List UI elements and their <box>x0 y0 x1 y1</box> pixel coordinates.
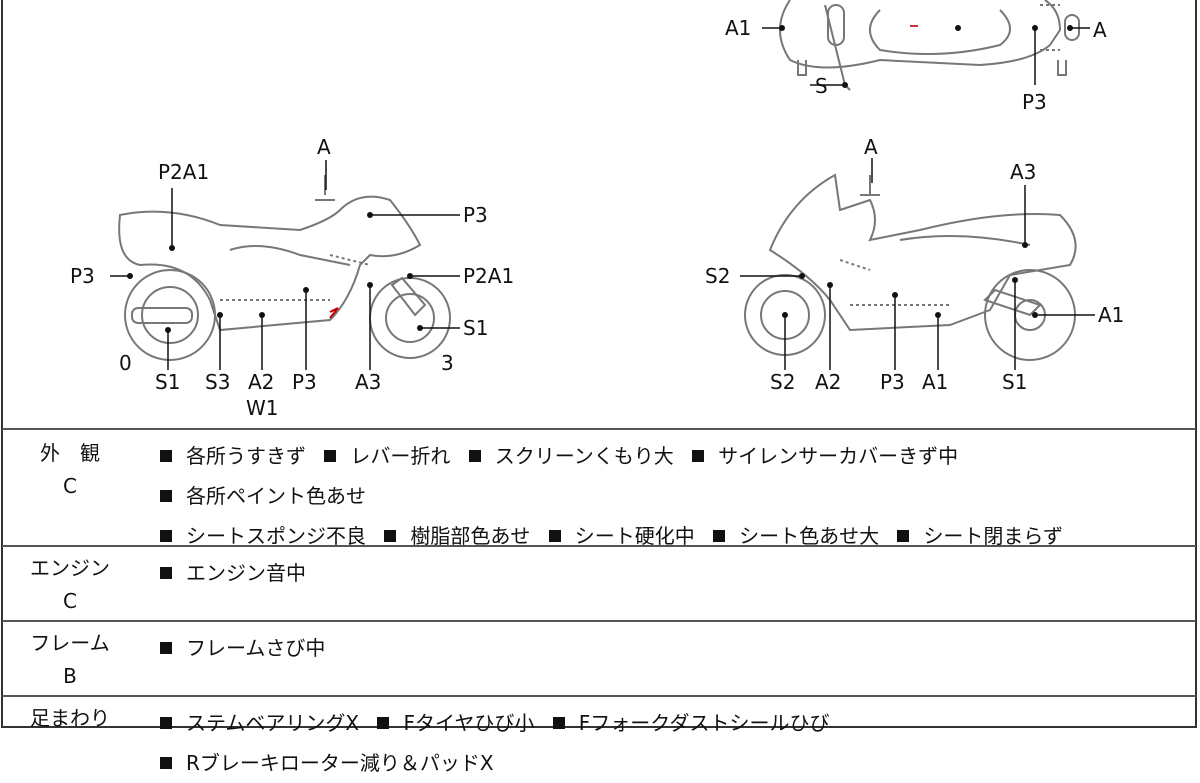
defect-item: Fタイヤひび小 <box>377 703 534 743</box>
marker-label: W1 <box>246 396 279 420</box>
marker-label: P3 <box>463 203 488 227</box>
defect-item: シート硬化中 <box>548 516 695 556</box>
section-name: エンジン <box>30 556 110 580</box>
damage-diagram: A1 S P3 A P2A1 A P3 P3 P2A1 S1 0 S1 S3 A… <box>70 0 1125 420</box>
defect-list: エンジン音中 <box>160 553 1186 593</box>
bullet-square-icon <box>160 530 172 542</box>
section-name: フレーム <box>30 631 110 655</box>
marker-label: P2A1 <box>158 160 210 184</box>
bullet-square-icon <box>548 530 561 542</box>
bullet-square-icon <box>160 642 172 654</box>
bullet-square-icon <box>160 450 172 462</box>
section-grade: C <box>63 474 77 498</box>
bullet-square-icon <box>377 717 390 729</box>
section-header: 足まわり <box>30 703 110 733</box>
defect-item: レバー折れ <box>324 436 450 476</box>
scooter-top-view <box>779 0 1080 91</box>
bullet-square-icon <box>384 530 397 542</box>
section-grade: C <box>63 589 77 613</box>
section-row-frame: フレーム B フレームさび中 <box>2 620 1196 695</box>
scooter-right-view <box>744 173 1077 361</box>
marker-label: S2 <box>705 264 731 288</box>
defect-item: シート閉まらず <box>897 516 1063 556</box>
marker-label: 3 <box>441 351 454 375</box>
section-row-engine: エンジン C エンジン音中 <box>2 545 1196 620</box>
bullet-square-icon <box>468 450 481 462</box>
section-grade: B <box>63 664 77 688</box>
bullet-square-icon <box>160 757 172 769</box>
bullet-square-icon <box>713 530 726 542</box>
defect-item: スクリーンくもり大 <box>468 436 674 476</box>
marker-label: A <box>1093 18 1107 42</box>
bullet-square-icon <box>160 490 172 502</box>
marker-label: P3 <box>292 370 317 394</box>
marker-label: A1 <box>922 370 949 394</box>
defect-list: 各所うすきず レバー折れ スクリーンくもり大 サイレンサーカバーきず中 各所ペイ… <box>160 436 1186 556</box>
section-header: 外 観 C <box>30 438 110 504</box>
marker-label: A <box>864 135 878 159</box>
defect-item: 各所ペイント色あせ <box>160 476 366 516</box>
defect-item: ステムベアリングX <box>160 703 359 743</box>
marker-label: P2A1 <box>463 264 515 288</box>
marker-label: A2 <box>815 370 842 394</box>
leader-lines <box>110 25 1095 370</box>
bullet-square-icon <box>552 717 565 729</box>
marker-label: A3 <box>1010 160 1037 184</box>
marker-label: P3 <box>1022 90 1047 114</box>
marker-label: A <box>317 135 331 159</box>
marker-label: S1 <box>1002 370 1028 394</box>
defect-item: Fフォークダストシールひび <box>552 703 829 743</box>
defect-item: フレームさび中 <box>160 628 325 668</box>
defect-item: サイレンサーカバーきず中 <box>692 436 958 476</box>
section-header: フレーム B <box>30 628 110 694</box>
marker-label: A1 <box>725 16 752 40</box>
marker-label: A1 <box>1098 303 1125 327</box>
marker-label: 0 <box>119 351 132 375</box>
marker-label: S1 <box>155 370 181 394</box>
marker-label: S1 <box>463 316 489 340</box>
marker-label: S3 <box>205 370 231 394</box>
marker-label: P3 <box>880 370 905 394</box>
bullet-square-icon <box>160 567 172 579</box>
defect-item: 樹脂部色あせ <box>384 516 530 556</box>
bullet-square-icon <box>324 450 337 462</box>
marker-label: S <box>815 74 828 98</box>
section-header: エンジン C <box>30 553 110 619</box>
marker-dots <box>127 25 1073 333</box>
marker-label: A2 <box>248 370 275 394</box>
marker-label: S2 <box>770 370 796 394</box>
marker-label: P3 <box>70 264 95 288</box>
defect-item: 各所うすきず <box>160 436 306 476</box>
defect-item: エンジン音中 <box>160 553 306 593</box>
section-row-exterior: 外 観 C 各所うすきず レバー折れ スクリーンくもり大 サイレンサーカバーきず… <box>2 428 1196 548</box>
defect-item: Rブレーキローター減り＆パッドX <box>160 743 494 783</box>
defect-list: フレームさび中 <box>160 628 1186 668</box>
defect-item: シートスポンジ不良 <box>160 516 366 556</box>
bullet-square-icon <box>692 450 705 462</box>
marker-label: A3 <box>355 370 382 394</box>
scooter-left-view <box>118 175 451 361</box>
bullet-square-icon <box>160 717 172 729</box>
defect-item: シート色あせ大 <box>713 516 879 556</box>
section-row-suspension: 足まわり ステムベアリングX Fタイヤひび小 Fフォークダストシールひび Rブレ… <box>2 695 1196 775</box>
bullet-square-icon <box>897 530 910 542</box>
section-name: 足まわり <box>30 706 110 730</box>
defect-list: ステムベアリングX Fタイヤひび小 Fフォークダストシールひび Rブレーキロータ… <box>160 703 1186 783</box>
section-name: 外 観 <box>40 441 100 465</box>
scooter-illustrations <box>110 0 1095 370</box>
